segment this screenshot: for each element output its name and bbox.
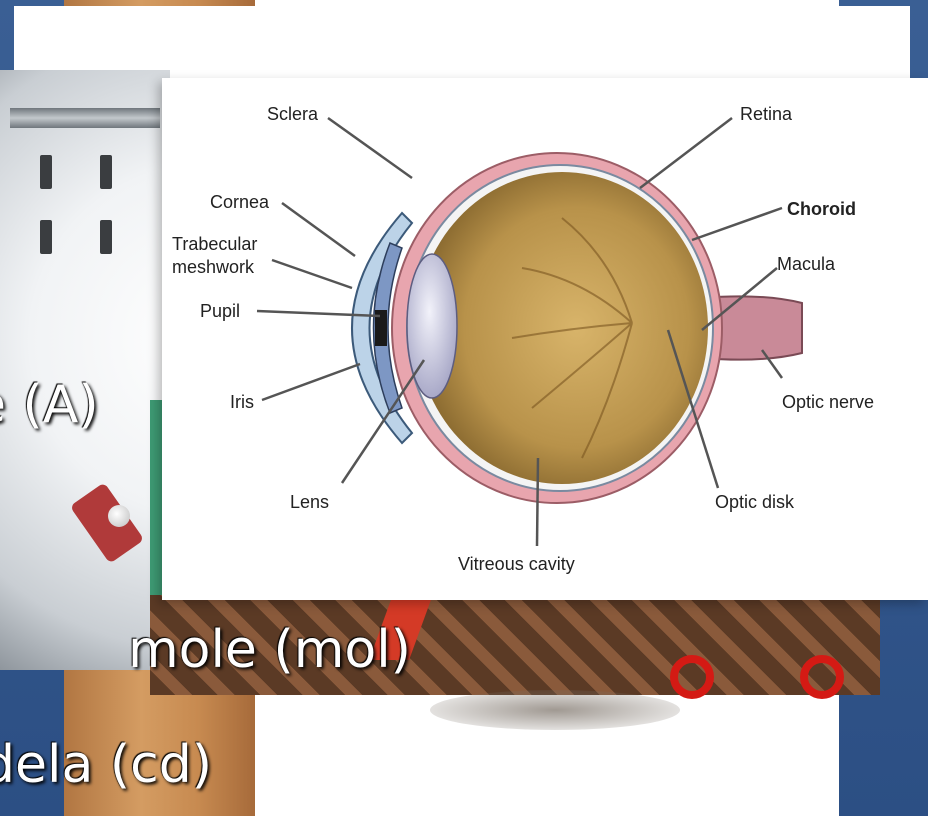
red-connector xyxy=(670,655,714,699)
label-pupil: Pupil xyxy=(200,301,240,321)
stopwatch-hub xyxy=(108,505,130,527)
label-sclera: Sclera xyxy=(267,104,319,124)
clock-tick xyxy=(40,155,52,189)
label-cornea: Cornea xyxy=(210,192,270,212)
unit-ampere-text: e (A) xyxy=(0,375,99,435)
instrument-edge xyxy=(150,400,162,600)
label-iris: Iris xyxy=(230,392,254,412)
label-optic-nerve: Optic nerve xyxy=(782,392,874,412)
label-lens: Lens xyxy=(290,492,329,512)
label-retina: Retina xyxy=(740,104,793,124)
label-vitreous-cavity: Vitreous cavity xyxy=(458,554,575,574)
stopwatch-photo xyxy=(0,70,170,670)
eye-diagram-card: Sclera Retina Cornea Choroid Trabecular … xyxy=(162,78,928,600)
clock-tick xyxy=(100,155,112,189)
shadow xyxy=(430,690,680,730)
unit-mole-text: mole (mol) xyxy=(128,620,411,680)
label-optic-disk: Optic disk xyxy=(715,492,795,512)
label-macula: Macula xyxy=(777,254,836,274)
label-meshwork: meshwork xyxy=(172,257,255,277)
unit-candela-text: dela (cd) xyxy=(0,735,212,795)
eye-diagram: Sclera Retina Cornea Choroid Trabecular … xyxy=(162,78,928,600)
clock-tick xyxy=(40,220,52,254)
label-trabecular: Trabecular xyxy=(172,234,257,254)
label-choroid: Choroid xyxy=(787,199,856,219)
stopwatch-bezel xyxy=(10,108,160,128)
red-connector xyxy=(800,655,844,699)
clock-tick xyxy=(100,220,112,254)
